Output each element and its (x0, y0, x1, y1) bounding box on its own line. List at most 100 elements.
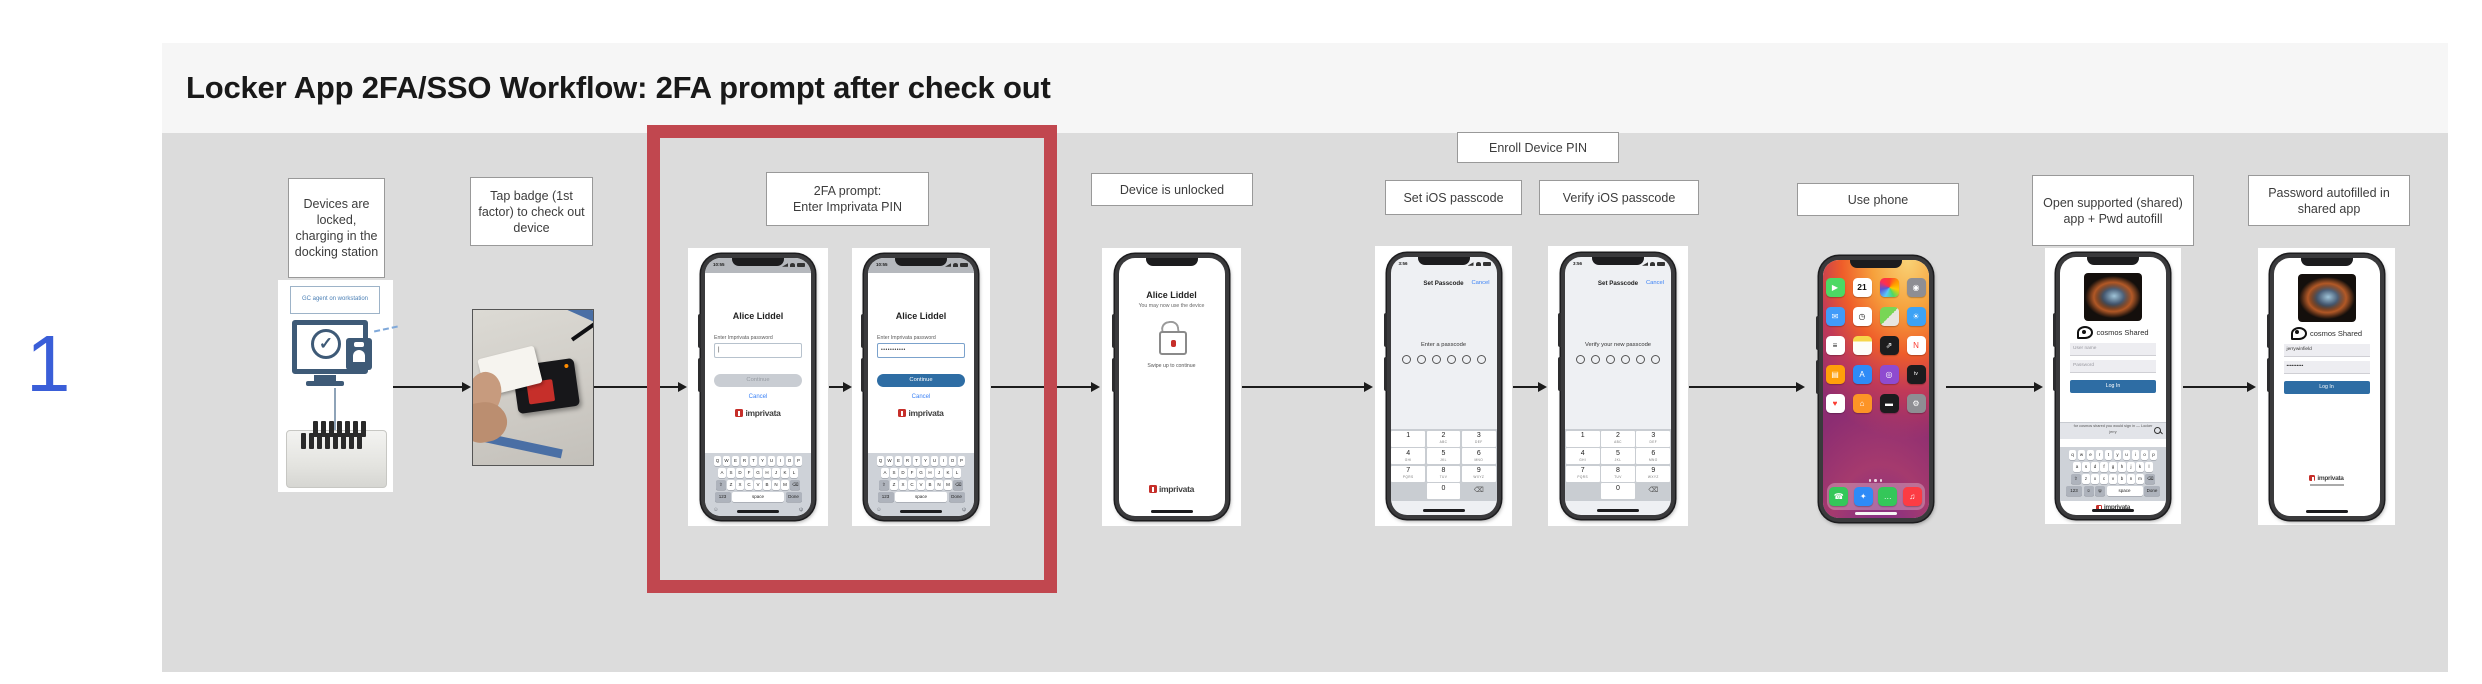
shift-key-icon[interactable]: ⇧ (715, 480, 726, 490)
mic-key-icon[interactable]: ψ (2095, 486, 2105, 496)
stocks-app-icon[interactable]: ⇗ (1879, 335, 1899, 355)
key-a[interactable]: A (881, 468, 889, 478)
key-y[interactable]: Y (921, 456, 930, 466)
num-key[interactable]: 123 (2066, 486, 2082, 496)
key-g[interactable]: g (2109, 462, 2117, 472)
key-w[interactable]: W (722, 456, 731, 466)
app-store-app-icon[interactable]: A (1852, 364, 1872, 384)
safari-app-icon[interactable]: ✦ (1853, 486, 1873, 506)
key-t[interactable]: T (912, 456, 921, 466)
mic-key-icon[interactable]: ψ (962, 507, 966, 513)
continue-button[interactable]: Continue (877, 374, 965, 387)
key-j[interactable]: J (772, 468, 780, 478)
key-b[interactable]: b (2118, 474, 2126, 484)
emoji-key-icon[interactable]: ☺ (876, 507, 882, 513)
backspace-key-icon[interactable]: ⌫ (2145, 474, 2156, 484)
key-d[interactable]: d (2091, 462, 2099, 472)
key-k[interactable]: k (2136, 462, 2144, 472)
key-z[interactable]: Z (890, 480, 898, 490)
key-l[interactable]: L (790, 468, 798, 478)
key-e[interactable]: E (894, 456, 903, 466)
wallet-app-icon[interactable]: ▬ (1879, 393, 1899, 413)
key-f[interactable]: F (745, 468, 753, 478)
password-input[interactable]: | (714, 343, 802, 358)
key-i[interactable]: i (2131, 450, 2140, 460)
key-h[interactable]: h (2118, 462, 2126, 472)
login-button[interactable]: Log In (2283, 380, 2370, 394)
key-p[interactable]: P (794, 456, 803, 466)
maps-app-icon[interactable] (1879, 306, 1899, 326)
calendar-app-icon[interactable]: 21 (1852, 277, 1872, 297)
num-key[interactable]: 123 (714, 492, 731, 502)
key-w[interactable]: W (885, 456, 894, 466)
key-y[interactable]: y (2113, 450, 2122, 460)
login-button[interactable]: Log In (2070, 380, 2156, 393)
key-h[interactable]: H (763, 468, 771, 478)
key-q[interactable]: Q (713, 456, 722, 466)
key-v[interactable]: V (754, 480, 762, 490)
key-i[interactable]: I (776, 456, 785, 466)
key-r[interactable]: r (2095, 450, 2104, 460)
key-j[interactable]: J (935, 468, 943, 478)
key-u[interactable]: U (767, 456, 776, 466)
key-c[interactable]: C (908, 480, 916, 490)
key-t[interactable]: T (749, 456, 758, 466)
messages-app-icon[interactable]: … (1878, 486, 1898, 506)
key-n[interactable]: N (772, 480, 780, 490)
mic-key-icon[interactable]: ψ (799, 507, 803, 513)
space-key[interactable]: space (732, 492, 784, 502)
cancel-link[interactable]: Cancel (1471, 280, 1490, 286)
key-s[interactable]: s (2082, 462, 2090, 472)
key-i[interactable]: I (939, 456, 948, 466)
cancel-link[interactable]: Cancel (748, 394, 768, 400)
key-b[interactable]: B (763, 480, 771, 490)
backspace-key-icon[interactable]: ⌫ (953, 480, 964, 490)
key-a[interactable]: a (2073, 462, 2081, 472)
news-app-icon[interactable]: N (1906, 335, 1926, 355)
clock-app-icon[interactable]: ◷ (1852, 306, 1872, 326)
key-a[interactable]: A (718, 468, 726, 478)
emoji-key-icon[interactable]: ☺ (2083, 486, 2094, 496)
key-p[interactable]: P (957, 456, 966, 466)
key-0[interactable]: 0 (1601, 483, 1635, 500)
num-key[interactable]: 123 (877, 492, 894, 502)
key-m[interactable]: M (781, 480, 789, 490)
return-key[interactable]: Done (785, 492, 802, 502)
key-p[interactable]: p (2149, 450, 2158, 460)
key-m[interactable]: M (944, 480, 952, 490)
delete-key-icon[interactable]: ⌫ (1648, 487, 1659, 495)
key-f[interactable]: F (908, 468, 916, 478)
delete-key-icon[interactable]: ⌫ (1473, 487, 1484, 495)
backspace-key-icon[interactable]: ⌫ (790, 480, 801, 490)
key-k[interactable]: K (944, 468, 952, 478)
photos-app-icon[interactable] (1879, 277, 1899, 297)
reminders-app-icon[interactable]: ≡ (1825, 335, 1845, 355)
key-m[interactable]: m (2136, 474, 2144, 484)
podcasts-app-icon[interactable]: ◎ (1879, 364, 1899, 384)
shift-key-icon[interactable]: ⇧ (2070, 474, 2081, 484)
password-autofill-bar[interactable]: for cosmos shared you would sign in — Lo… (2060, 421, 2166, 439)
username-field[interactable]: jerrywinfield (2283, 343, 2370, 357)
return-key[interactable]: Done (948, 492, 965, 502)
key-t[interactable]: t (2104, 450, 2113, 460)
key-q[interactable]: q (2068, 450, 2077, 460)
key-n[interactable]: N (935, 480, 943, 490)
key-1[interactable]: 1 (1391, 430, 1426, 447)
key-l[interactable]: L (953, 468, 961, 478)
key-u[interactable]: u (2122, 450, 2131, 460)
key-e[interactable]: E (731, 456, 740, 466)
key-e[interactable]: e (2086, 450, 2095, 460)
weather-app-icon[interactable]: ☀ (1906, 306, 1926, 326)
key-d[interactable]: D (899, 468, 907, 478)
